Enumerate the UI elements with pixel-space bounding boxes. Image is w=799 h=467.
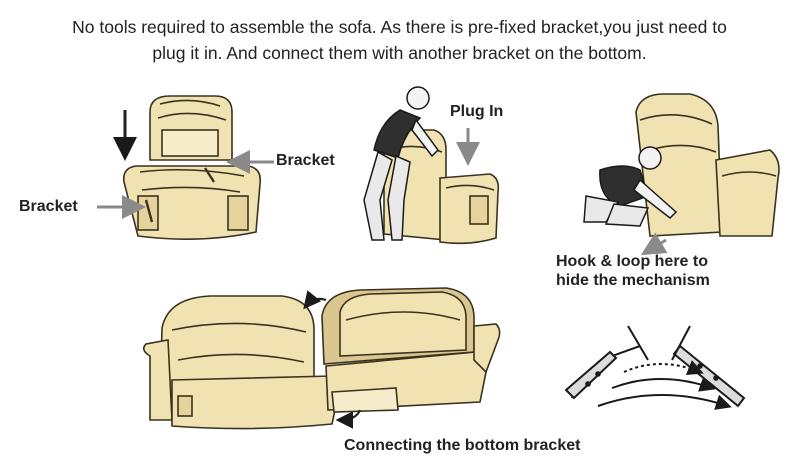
headline-line-2: plug it in. And connect them with anothe…: [152, 43, 647, 63]
bracket-label-left: Bracket: [19, 198, 78, 215]
curved-arrow-icon: [335, 409, 362, 429]
bottom-bracket-diagram: [564, 325, 746, 410]
sofa-left: [142, 295, 340, 430]
plug-in-label: Plug In: [450, 103, 504, 120]
person-plugging: [363, 86, 439, 241]
headline-line-1: No tools required to assemble the sofa. …: [72, 17, 727, 37]
curved-arrow-icon: [303, 290, 327, 310]
sofa-right: [321, 287, 501, 413]
hook-loop-label: Hook & loop here to hide the mechanism: [556, 252, 710, 290]
hook-loop-arrow-icon: [640, 232, 668, 256]
hook-loop-line-1: Hook & loop here to: [556, 253, 708, 270]
connecting-caption: Connecting the bottom bracket: [344, 437, 581, 454]
person-kneeling: [583, 146, 678, 227]
instructions-headline: No tools required to assemble the sofa. …: [0, 14, 799, 66]
recliner-disassembled: [122, 95, 262, 240]
hook-loop-line-2: hide the mechanism: [556, 272, 710, 289]
bracket-label-top: Bracket: [276, 152, 335, 169]
